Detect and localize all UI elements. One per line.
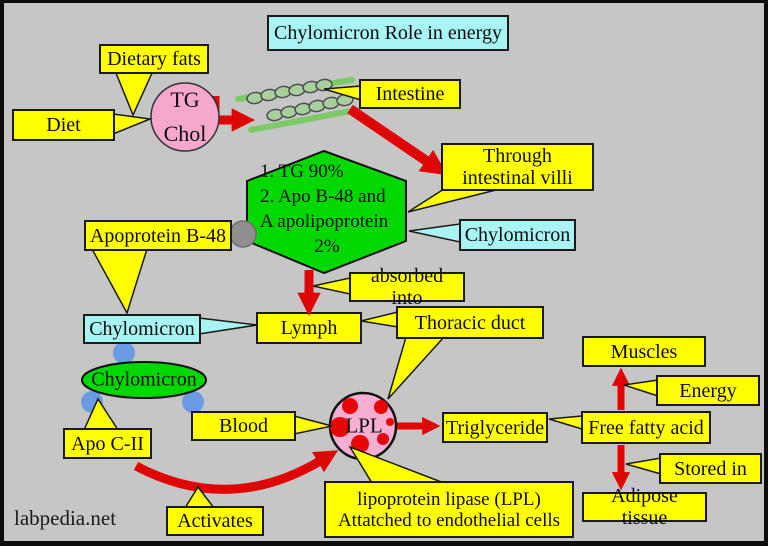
node-energy: Energy	[656, 375, 760, 406]
node-dietary-fats: Dietary fats	[99, 44, 209, 74]
node-diet: Diet	[12, 109, 115, 141]
node-stored-in: Stored in	[659, 453, 762, 484]
node-blood: Blood	[191, 411, 296, 441]
node-lipase: lipoprotein lipase (LPL) Attatched to en…	[324, 481, 574, 538]
blue-apoprotein-dot-top	[113, 342, 135, 364]
node-triglyceride: Triglyceride	[442, 412, 548, 443]
node-free-fatty-acid: Free fatty acid	[581, 411, 711, 444]
chylomicron-particle-ellipse	[81, 361, 207, 399]
page-title: Chylomicron Role in energy	[267, 15, 509, 51]
shape-layer	[81, 82, 407, 461]
intestine-illustration	[235, 77, 359, 133]
connector-layer	[210, 77, 631, 491]
lipase-line-2: Attatched to endothelial cells	[337, 509, 561, 531]
node-muscles: Muscles	[582, 336, 706, 367]
arrow-activates-curve	[133, 450, 339, 494]
lpl-circle	[328, 391, 398, 461]
node-thoracic-duct: Thoracic duct	[396, 306, 544, 339]
arrow-overlay-layer	[297, 270, 321, 317]
node-intestine: Intestine	[359, 79, 461, 109]
arrow-intestine-to-villi	[347, 104, 448, 176]
hexagon-chylomicron-composition	[246, 149, 407, 275]
node-activates: Activates	[166, 506, 264, 536]
node-apoprotein-b48: Apoprotein B-48	[84, 220, 232, 251]
node-chylomicron-left: Chylomicron	[83, 314, 201, 344]
watermark: labpedia.net	[14, 506, 117, 530]
node-chylomicron-right: Chylomicron	[459, 219, 576, 251]
intestine-bar-bottom	[248, 107, 359, 133]
node-through-villi: Through intestinal villi	[441, 143, 594, 191]
node-lymph: Lymph	[256, 312, 362, 344]
tg-chol-circle	[150, 82, 220, 152]
node-apo-c2: Apo C-II	[63, 428, 152, 459]
blue-apoprotein-dot-right	[182, 391, 204, 413]
intestine-cells	[246, 78, 354, 122]
lipase-line-1: lipoprotein lipase (LPL)	[357, 488, 541, 510]
